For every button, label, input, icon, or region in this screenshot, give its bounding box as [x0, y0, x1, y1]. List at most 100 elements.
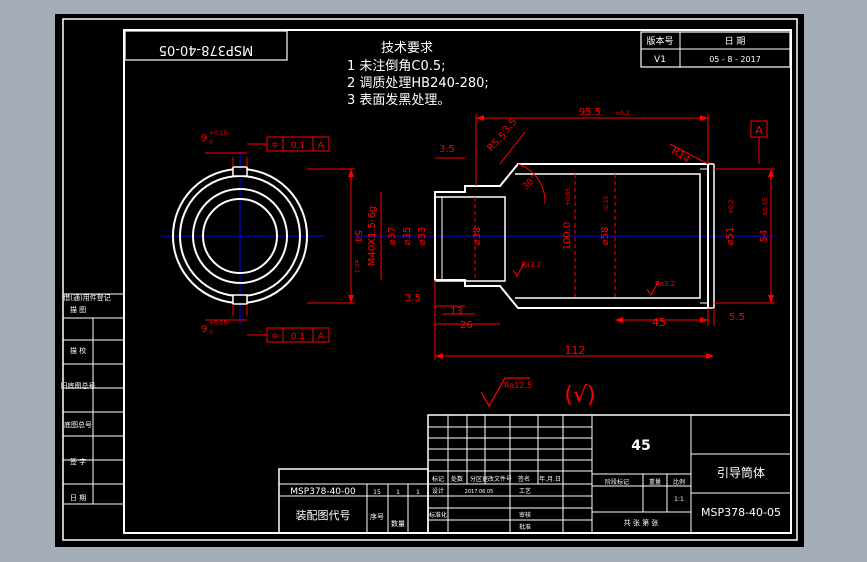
end-view: 9 +0.15 0 9 +0.15 0 ≑ 0.1 A ≑ 0.1 A — [161, 130, 363, 343]
slot-tol0-top: 0 — [209, 139, 213, 146]
dim-d35: ⌀35 — [402, 227, 413, 246]
tech-req-item-2: 2 调质处理HB240-280; — [347, 76, 489, 91]
section-bore-large — [515, 173, 701, 299]
dim-45: 45 — [652, 316, 666, 329]
tb-sign: 签名 — [518, 475, 530, 483]
dim-d51-tol: +0.2 — [728, 199, 735, 214]
sym-datum: A — [318, 332, 325, 342]
assembly-block: MSP378-40-00 装配图代号 15 1 1 序号 数量 — [278, 468, 429, 534]
side-row-5: 签 字 — [70, 457, 86, 466]
tb-material: 45 — [631, 438, 650, 454]
slot-tol-bottom: +0.15 — [209, 320, 228, 327]
slot-bottom — [232, 294, 248, 305]
version-value: V1 — [654, 55, 666, 65]
side-row-4: 底图总号 — [64, 420, 92, 429]
dim-95-tol: ±0.2 — [615, 110, 630, 117]
tb-mark: 标记 — [432, 475, 444, 483]
tech-requirements: 技术要求 1 未注倒角C0.5; 2 调质处理HB240-280; 3 表面发黑… — [347, 41, 489, 108]
section-bore-small — [435, 196, 506, 282]
side-row-6: 日 期 — [70, 494, 86, 502]
drawing-number-mirrored: MSP378-40-05 — [159, 42, 254, 57]
tb-part-no: MSP378-40-05 — [701, 506, 781, 519]
sym-tol-value: 0.1 — [291, 141, 305, 151]
ra-3-2-a: Ra3.2 — [521, 261, 541, 269]
dim-d38: ⌀38 — [472, 227, 483, 246]
dim-d37: ⌀37 — [387, 227, 398, 246]
qty-value: 1 — [396, 489, 400, 496]
dim-r14: R14 — [669, 145, 691, 165]
general-roughness: Ra12.5 (√) — [480, 377, 596, 408]
tb-zone: 分区 — [470, 475, 482, 483]
tech-req-item-3: 3 表面发黑处理。 — [347, 92, 450, 108]
dim-95: 95.5 — [579, 107, 601, 118]
version-header: 版本号 — [646, 35, 673, 47]
datum-a-label: A — [755, 124, 763, 137]
dim-d58: ⌀58 — [600, 227, 611, 246]
side-table: 借(通)用件登记 描 图 描 校 旧底图总号 底图总号 签 字 日 期 — [61, 293, 125, 505]
tech-req-title: 技术要求 — [381, 41, 433, 56]
qty2-value: 1 — [416, 489, 420, 496]
side-row-3: 旧底图总号 — [61, 381, 96, 390]
outer-frame — [62, 18, 798, 541]
tb-part-name: 引导筒体 — [717, 465, 765, 480]
tb-process: 工艺 — [519, 487, 531, 495]
dim-54-right: 54 — [759, 230, 770, 243]
symmetry-icon: ≑ — [271, 140, 279, 151]
tb-doc: 更改文件号 — [482, 475, 512, 483]
title-block: 标记 处数 分区 更改文件号 签名 年.月.日 设计 2017.06.05 工艺… — [427, 414, 792, 534]
slot-dim-bottom: 9 — [201, 324, 207, 335]
date-header: 日 期 — [725, 36, 746, 47]
tech-req-item-1: 1 未注倒角C0.5; — [347, 59, 446, 74]
dim-d33: ⌀33 — [417, 227, 428, 246]
tb-check: 批准 — [519, 523, 531, 531]
tb-scale: 1:1 — [674, 496, 684, 503]
assembly-number: MSP378-40-00 — [290, 487, 356, 497]
version-table: 版本号 日 期 V1 05 - 8 - 2017 — [640, 31, 791, 68]
tb-approve: 审核 — [519, 511, 531, 519]
side-row-0: 借(通)用件登记 — [63, 293, 110, 302]
slot-tol0-bottom: 0 — [209, 329, 213, 336]
tb-std: 标准化 — [429, 511, 447, 519]
dim-d51: ⌀51 — [725, 227, 736, 246]
bore-circle-1 — [192, 188, 288, 284]
dim-3-5-top: 3.5 — [439, 144, 455, 155]
sym-datum: A — [318, 141, 325, 151]
slot-top — [232, 166, 248, 177]
ra-12-5: Ra12.5 — [504, 381, 532, 390]
tb-sheet: 共 张 第 张 — [624, 518, 659, 527]
seq-label: 序号 — [370, 512, 384, 521]
tb-stage: 阶段标记 — [605, 478, 629, 486]
date-value: 05 - 8 - 2017 — [709, 55, 761, 64]
qty-label: 数量 — [391, 519, 405, 528]
side-row-1: 描 图 — [70, 305, 86, 314]
symmetry-tolerance-bottom: ≑ 0.1 A — [247, 327, 330, 343]
bore-circle-2 — [202, 198, 278, 274]
dim-thread: M40X1.5-6g — [367, 206, 378, 266]
dim-112: 112 — [565, 344, 586, 357]
side-row-2: 描 校 — [70, 346, 86, 355]
tb-design: 设计 — [432, 487, 444, 495]
symmetry-icon: ≑ — [271, 331, 279, 342]
dim-d58-tol: -0.15 — [603, 195, 610, 211]
dim-5-5: 5.5 — [729, 312, 745, 323]
end-view-dim-54-tol: ±0.1 — [353, 259, 360, 274]
sym-tol-value: 0.1 — [291, 332, 305, 342]
drawing-number-box — [124, 30, 288, 61]
tb-scale-label: 比例 — [673, 478, 685, 486]
tb-design-date: 2017.06.05 — [465, 489, 494, 495]
seq-value: 15 — [373, 489, 381, 496]
dim-13: 13 — [450, 306, 463, 317]
dim-54-right-tol: ±0.15 — [762, 197, 769, 216]
general-roughness-paren: (√) — [564, 383, 595, 408]
tb-weight-label: 重量 — [649, 478, 661, 486]
drawing-sheet: MSP378-40-05 版本号 日 期 V1 05 - 8 - 2017 技术… — [55, 14, 804, 547]
dim-d100-tol: +0.05 — [565, 187, 572, 206]
ra-3-2-b: Ra3.2 — [655, 280, 675, 288]
slot-dim-top: 9 — [201, 133, 207, 144]
tb-date: 年.月.日 — [539, 475, 561, 483]
assembly-label: 装配图代号 — [296, 509, 351, 522]
slot-tol-top: +0.15 — [209, 130, 228, 137]
dim-d100: 100.0 — [562, 222, 573, 251]
dim-3-5-bottom: 3.5 — [405, 293, 421, 304]
tb-count: 处数 — [451, 475, 463, 483]
